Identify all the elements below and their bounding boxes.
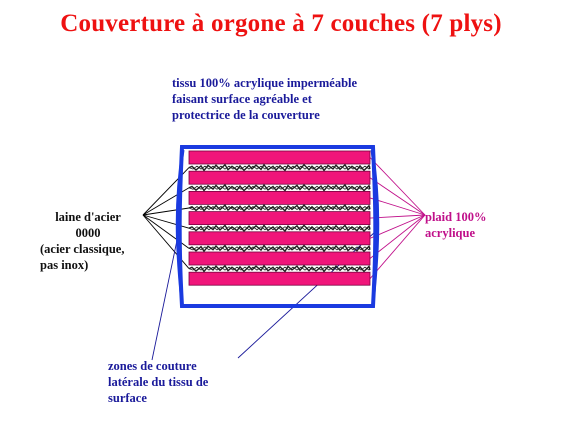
plaid-layer xyxy=(188,251,371,266)
seam-left xyxy=(175,149,185,304)
label-line: protectrice de la couverture xyxy=(172,108,320,122)
plaid-layer xyxy=(188,271,371,286)
plaid-layer xyxy=(188,231,371,246)
steel-wool-texture xyxy=(188,226,371,231)
label-line: plaid 100% xyxy=(425,210,487,224)
label-seam-zones: zones de couture latérale du tissu de su… xyxy=(108,358,258,406)
label-line: 0000 xyxy=(75,226,101,240)
diagram-title: Couverture à orgone à 7 couches (7 plys) xyxy=(60,10,502,37)
leader-line-plaid xyxy=(369,214,426,259)
label-line: tissu 100% acrylique imperméable xyxy=(172,76,358,90)
leader-line-plaid xyxy=(369,214,426,239)
leader-line-plaid xyxy=(369,157,426,216)
leader-line-steel xyxy=(142,214,190,249)
label-plaid: plaid 100% acrylique xyxy=(425,209,545,241)
leader-line-steel xyxy=(142,207,190,216)
leader-line-seam xyxy=(237,231,376,359)
plaid-layer xyxy=(188,150,371,165)
leader-line-steel xyxy=(142,214,190,229)
plaid-layer xyxy=(188,190,371,205)
label-line: latérale du tissu de xyxy=(108,375,209,389)
plaid-layer xyxy=(188,170,371,185)
steel-wool-texture xyxy=(188,206,371,211)
seam-right xyxy=(370,149,380,304)
label-line: faisant surface agréable et xyxy=(172,92,312,106)
label-line: zones de couture xyxy=(108,359,197,373)
plaid-layer xyxy=(188,211,371,226)
steel-wool-texture xyxy=(188,266,371,271)
steel-wool-texture xyxy=(188,185,371,190)
label-line: (acier classique, xyxy=(40,242,125,256)
label-line: surface xyxy=(108,391,147,405)
steel-wool-texture xyxy=(188,165,371,170)
leader-line-plaid xyxy=(369,214,426,279)
layer-stack xyxy=(188,150,371,286)
label-line: acrylique xyxy=(425,226,475,240)
steel-wool-texture xyxy=(188,246,371,251)
leader-line-seam xyxy=(151,225,181,361)
leader-line-plaid xyxy=(369,197,426,216)
leader-line-plaid xyxy=(369,177,426,216)
label-line: laine d'acier xyxy=(55,210,121,224)
label-line: pas inox) xyxy=(40,258,89,272)
label-steel-wool: laine d'acier 0000 (acier classique, pas… xyxy=(40,209,180,273)
label-surface-fabric: tissu 100% acrylique imperméable faisant… xyxy=(172,75,432,123)
